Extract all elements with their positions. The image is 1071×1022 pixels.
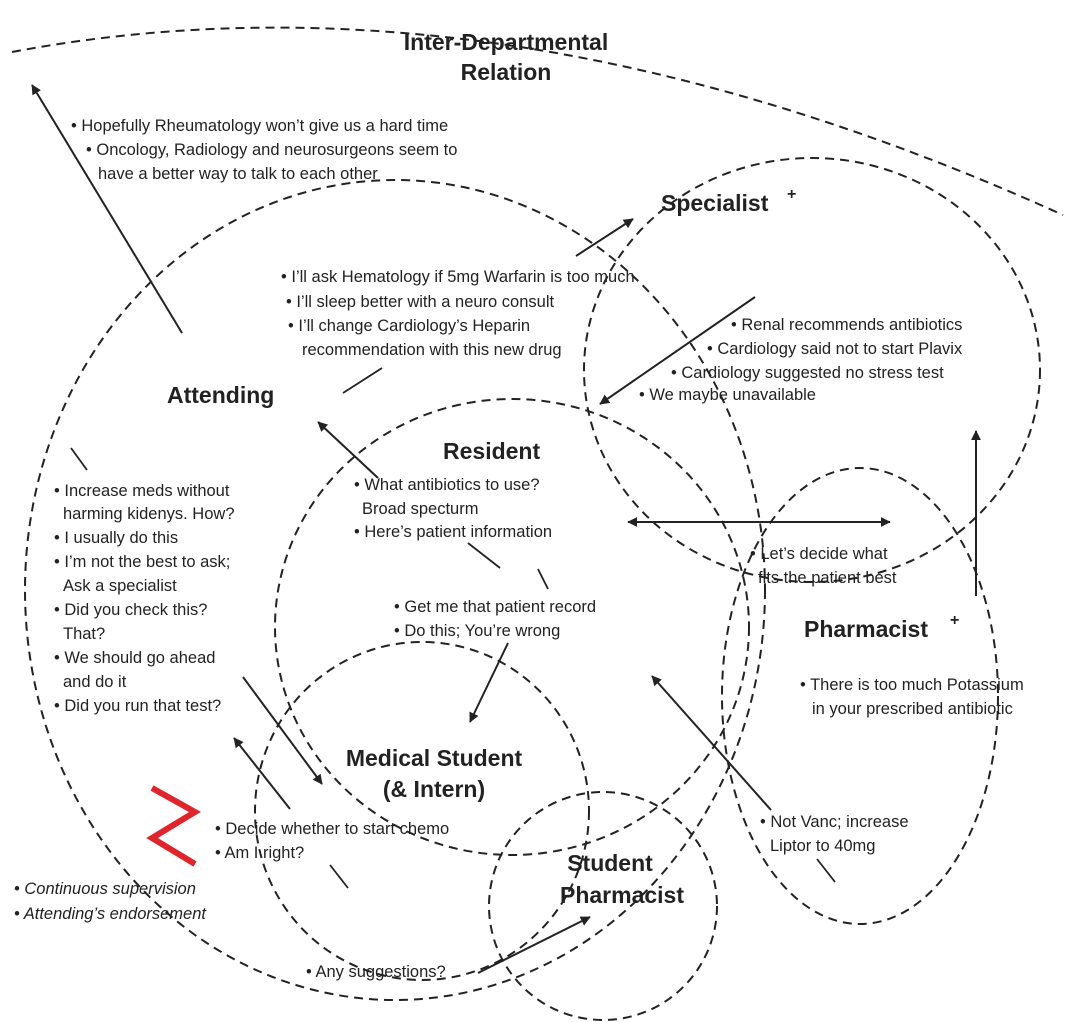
note-line: Liptor to 40mg	[770, 837, 875, 855]
connector-tick	[70, 447, 88, 471]
note-line: • Here’s patient information	[354, 523, 552, 541]
attending-ring	[24, 179, 766, 1001]
red-zigzag-mark	[146, 785, 201, 867]
inter-departmental-title: Relation	[461, 59, 552, 85]
connector-tick	[537, 568, 549, 590]
note-line: • Cardiology said not to start Plavix	[707, 340, 963, 358]
inter-departmental-boundary	[11, 26, 1064, 216]
medical-student-title: (& Intern)	[383, 776, 485, 802]
note-line: fits the patient best	[758, 569, 897, 587]
specialist-title: Specialist	[661, 190, 769, 216]
note-line: recommendation with this new drug	[302, 341, 562, 359]
connector-tick	[329, 864, 349, 889]
student-pharmacist-ring	[488, 791, 718, 1021]
note-line: • We should go ahead	[54, 649, 215, 667]
resident-title: Resident	[443, 438, 540, 464]
note-line: Ask a specialist	[63, 577, 177, 595]
note-line: • Hopefully Rheumatology won’t give us a…	[71, 117, 448, 135]
note-line: • Did you run that test?	[54, 697, 221, 715]
note-line: and do it	[63, 673, 127, 691]
pharmacist-ring	[721, 467, 999, 925]
note-line: in your prescribed antibiotic	[812, 700, 1013, 718]
arrow-resident-to-attending	[317, 421, 379, 479]
connector-tick	[467, 542, 501, 569]
arrow-resident-to-student	[469, 642, 509, 723]
note-line: • Do this; You’re wrong	[394, 622, 560, 640]
pharmacist-title: Pharmacist	[804, 616, 928, 642]
note-line: • There is too much Potassium	[800, 676, 1024, 694]
inter-departmental-title: Inter-Departmental	[404, 29, 608, 55]
note-line: • Decide whether to start chemo	[215, 820, 449, 838]
note-line: • I’ll change Cardiology’s Heparin	[288, 317, 530, 335]
connector-tick	[816, 858, 836, 883]
arrow-student-to-student-pharmacist	[477, 916, 591, 974]
arrow-to-inter-departmental	[31, 84, 183, 334]
note-line: • Renal recommends antibiotics	[731, 316, 962, 334]
pharmacist-superscript: +	[950, 612, 959, 629]
note-line: • I usually do this	[54, 529, 178, 547]
student-pharmacist-title: Pharmacist	[560, 882, 684, 908]
arrow-attending-to-specialist	[575, 218, 634, 257]
arrow-specialist-to-resident	[599, 296, 756, 405]
student-pharmacist-title: Student	[567, 850, 653, 876]
note-line: have a better way to talk to each other	[98, 165, 378, 183]
note-line: • I’ll sleep better with a neuro consult	[286, 293, 555, 311]
note-line: harming kidenys. How?	[63, 505, 235, 523]
note-line: • Did you check this?	[54, 601, 207, 619]
note-line: • Increase meds without	[54, 482, 230, 500]
note-line: • I’m not the best to ask;	[54, 553, 230, 571]
note-line: Broad specturm	[362, 500, 478, 518]
note-line: • Not Vanc; increase	[760, 813, 909, 831]
note-line: • Oncology, Radiology and neurosurgeons …	[86, 141, 457, 159]
note-line: • Any suggestions?	[306, 963, 446, 981]
connector-tick	[342, 367, 383, 394]
arrow-student-to-attending	[233, 737, 291, 810]
specialist-superscript: +	[787, 186, 796, 203]
note-line: • Am I right?	[215, 844, 304, 862]
arrow-student-pharmacist-to-resident	[651, 675, 772, 811]
medical-student-ring	[254, 641, 590, 981]
medical-student-title: Medical Student	[346, 745, 523, 771]
note-line: • Attending’s endorsement	[14, 905, 207, 923]
note-line: • Continuous supervision	[14, 880, 196, 898]
arrow-attending-to-student	[242, 676, 323, 785]
note-line: • Cardiology suggested no stress test	[671, 364, 944, 382]
note-line: That?	[63, 625, 105, 643]
note-line: • Let’s decide what	[750, 545, 888, 563]
note-line: • Get me that patient record	[394, 598, 596, 616]
specialist-ring	[583, 157, 1041, 583]
note-line: • I’ll ask Hematology if 5mg Warfarin is…	[281, 268, 635, 286]
attending-title: Attending	[167, 382, 274, 408]
note-line: • We maybe unavailable	[639, 386, 816, 404]
note-line: • What antibiotics to use?	[354, 476, 540, 494]
resident-ring	[274, 398, 750, 856]
